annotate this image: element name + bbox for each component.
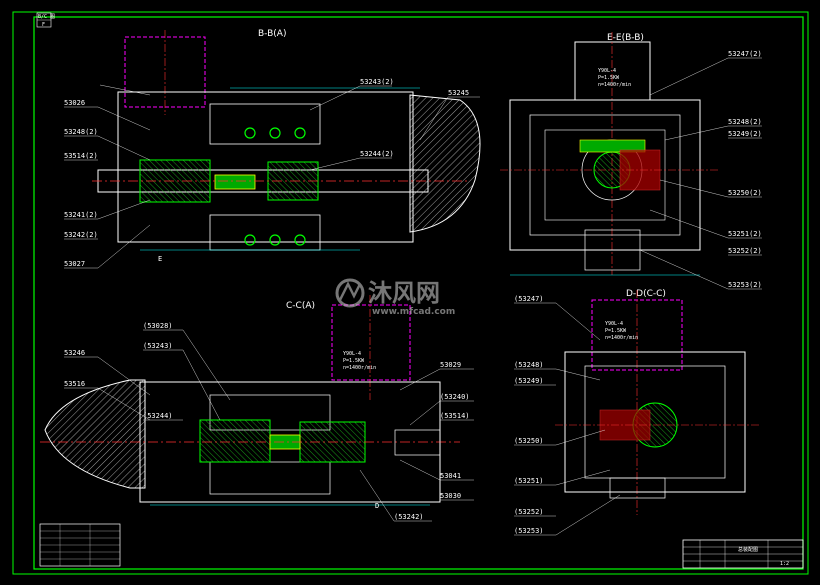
title-block-scale: 1:2 [780, 561, 789, 567]
label-53030: 53030 [440, 492, 461, 500]
label-53249: 53249(2) [728, 130, 762, 138]
title-block: 总装配图 1:2 [682, 539, 804, 569]
label-53028: (53028) [143, 322, 173, 330]
label-53252: 53252(2) [728, 247, 762, 255]
sheet-outer-border [12, 11, 809, 575]
bb-right-labels: 53243(2) 53244(2) 53245 [309, 78, 480, 171]
title-block-name: 总装配图 [738, 546, 758, 553]
view-mark-d: D [375, 502, 379, 510]
stamp-line2: F [42, 22, 45, 28]
view-bb-title: B-B(A) [258, 29, 286, 39]
label-53241: 53241(2) [64, 211, 98, 219]
view-dd: D-D(C-C) Y90L-4 P=1.5KW n=1400r/min (532… [514, 289, 760, 536]
corner-stamp: B/C 图 F [36, 12, 55, 28]
cc-left-labels: 53246 53516 [64, 349, 151, 421]
dd-motor-speed: n=1400r/min [605, 335, 638, 341]
section-mark-e: E [158, 255, 162, 263]
label-53514b: (53514) [440, 412, 470, 420]
label-53253: 53253(2) [728, 281, 762, 289]
ee-motor-speed: n=1400r/min [598, 82, 631, 88]
label-53029: 53029 [440, 361, 461, 369]
label-53251b: (53251) [514, 477, 544, 485]
view-dd-title: D-D(C-C) [626, 289, 666, 299]
watermark-logo-icon [335, 278, 365, 308]
label-53250: 53250(2) [728, 189, 762, 197]
label-53253b: (53253) [514, 527, 544, 535]
cc-motor-model: Y90L-4 [343, 351, 361, 357]
label-53247b: (53247) [514, 295, 544, 303]
label-53240: (53240) [440, 393, 470, 401]
label-53243: 53243(2) [360, 78, 394, 86]
ee-motor-model: Y90L-4 [598, 68, 616, 74]
ee-right-labels: 53247(2) 53248(2) 53249(2) 53250(2) 5325… [639, 50, 762, 290]
cc-upper-labels: (53028) (53243) (53244) [143, 322, 231, 421]
label-53251: 53251(2) [728, 230, 762, 238]
view-bb: B-B(A) E 53026 53248(2) 53514(2) [64, 29, 481, 269]
label-53252b: (53252) [514, 508, 544, 516]
watermark-url: www.mfcad.com [372, 307, 455, 317]
label-53243b: (53243) [143, 342, 173, 350]
parts-list-block [39, 523, 121, 567]
label-53247: 53247(2) [728, 50, 762, 58]
watermark: 沐风网 www.mfcad.com [335, 278, 455, 317]
label-53244b: (53244) [143, 412, 173, 420]
label-53516: 53516 [64, 380, 85, 388]
view-cc: C-C(A) Y90L-4 P=1.5KW n=1400r/min D 5324… [40, 295, 474, 522]
sheet-inner-border [33, 16, 804, 570]
label-53250b: (53250) [514, 437, 544, 445]
bb-left-labels: 53026 53248(2) 53514(2) 53241(2) 53242(2… [64, 84, 151, 269]
watermark-text: 沐风网 [368, 279, 440, 307]
cc-motor-speed: n=1400r/min [343, 365, 376, 371]
label-53027: 53027 [64, 260, 85, 268]
label-53248: 53248(2) [64, 128, 98, 136]
label-53244: 53244(2) [360, 150, 394, 158]
label-53249b: (53249) [514, 377, 544, 385]
label-53026: 53026 [64, 99, 85, 107]
label-53242b: (53242) [394, 513, 424, 521]
label-53041: 53041 [440, 472, 461, 480]
cc-motor-power: P=1.5KW [343, 358, 365, 364]
view-ee-title: E-E(B-B) [607, 33, 644, 43]
dd-motor-power: P=1.5KW [605, 328, 627, 334]
label-53246: 53246 [64, 349, 85, 357]
cc-right-labels: 53029 (53240) (53514) 53041 53030 (53242… [359, 361, 474, 522]
stamp-line1: B/C 图 [38, 14, 55, 20]
label-53242: 53242(2) [64, 231, 98, 239]
dd-motor-model: Y90L-4 [605, 321, 623, 327]
label-53248b: (53248) [514, 361, 544, 369]
label-53245: 53245 [448, 89, 469, 97]
dd-left-labels: (53247) (53248) (53249) (53250) (53251) … [514, 295, 621, 536]
label-53248-ee: 53248(2) [728, 118, 762, 126]
view-ee: E-E(B-B) Y90L-4 P=1.5KW n=1400r/min 5324… [500, 32, 762, 290]
view-cc-title: C-C(A) [286, 301, 315, 311]
ee-motor-power: P=1.5KW [598, 75, 620, 81]
label-53514: 53514(2) [64, 152, 98, 160]
